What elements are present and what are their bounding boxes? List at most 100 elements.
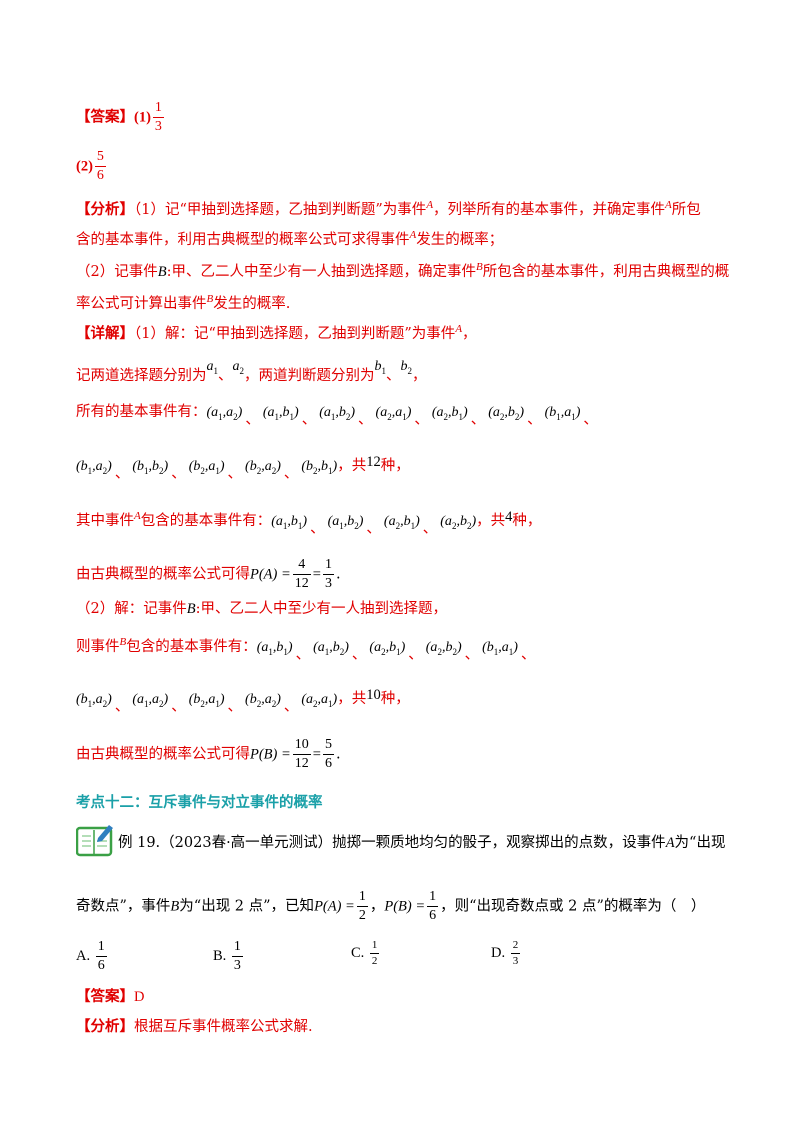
detail-line-9: (b1,a2)、(a1,a2)、(b2,a1)、(b2,a2)、(a2,a1)，… xyxy=(76,688,410,715)
frac-den: 3 xyxy=(510,953,521,967)
text: 为“出现 2 点”，已知 xyxy=(179,898,315,915)
sym-a1: a1 xyxy=(206,359,219,376)
detail-line-4: (b1,a2)、(b1,b2)、(b2,a1)、(b2,a2)、(b2,b1)，… xyxy=(76,455,410,482)
text: 记两道选择题分别为 xyxy=(76,368,207,384)
analysis-label: 【分析】 xyxy=(76,1018,134,1035)
text: 种， xyxy=(380,458,410,474)
frac-den: 6 xyxy=(94,166,106,183)
text: 种， xyxy=(380,691,410,707)
text: 则事件 xyxy=(76,639,120,655)
event-pair: (b1,a1) xyxy=(544,405,581,422)
event-pair: (b2,a2) xyxy=(245,692,281,709)
text: 、 xyxy=(218,368,233,384)
event-pair: (a2,a1) xyxy=(375,405,412,422)
text: 奇数点”，事件 xyxy=(76,898,171,915)
frac-den: 3 xyxy=(231,956,243,973)
frac-num: 1 xyxy=(358,889,366,904)
sym-A: A xyxy=(409,229,417,241)
event-pair: (b2,a1) xyxy=(188,692,225,709)
sym-A: A xyxy=(134,510,141,522)
detail-line-3: 所有的基本事件有：(a1,a2)、(a1,b1)、(a1,b2)、(a2,a1)… xyxy=(76,404,598,428)
sym-B: B xyxy=(170,898,180,915)
separator: 、 xyxy=(171,466,186,482)
text: 由古典概型的概率公式可得 xyxy=(76,566,250,583)
pairs-row-1: (a1,a2)、(a1,b1)、(a1,b2)、(a2,a1)、(a2,b1)、… xyxy=(207,404,581,428)
separator: 、 xyxy=(283,699,299,715)
answer-label: 【答案】 xyxy=(76,988,134,1005)
answer-value: D xyxy=(134,989,145,1005)
frac-den: 2 xyxy=(356,906,368,923)
text: 为“出现 xyxy=(674,835,726,851)
sym-B: B xyxy=(475,261,483,273)
text: 所有的基本事件有： xyxy=(76,404,207,420)
event-pair: (b1,b2) xyxy=(132,459,169,476)
frac-den: 3 xyxy=(152,117,164,134)
separator: 、 xyxy=(114,699,130,715)
option-key: A. xyxy=(76,947,91,964)
prob-A: P(A) = xyxy=(250,566,291,583)
text: :甲、乙二人中至少有一人抽到选择题，确定事件 xyxy=(166,264,476,280)
section-title: 考点十二：互斥事件与对立事件的概率 xyxy=(76,794,323,811)
text: 其中事件 xyxy=(76,513,134,529)
text: ， xyxy=(369,898,385,915)
separator: 、 xyxy=(301,412,317,428)
event-pair: (a1,b2) xyxy=(327,514,364,531)
detail-line-8: 则事件B包含的基本事件有：(a1,b1)、(a1,b2)、(a2,b1)、(a2… xyxy=(76,636,536,663)
analysis-line-2: 含的基本事件，利用古典概型的概率公式可求得事件A发生的概率； xyxy=(76,230,503,248)
event-pair: (a1,b1) xyxy=(256,640,293,657)
text: 包含的基本事件有： xyxy=(140,513,272,529)
detail-line-7: （2）解：记事件B:甲、乙二人中至少有一人抽到选择题， xyxy=(76,602,447,617)
analysis-label: 【分析】 xyxy=(76,201,134,218)
frac-num: 1 xyxy=(429,889,437,904)
separator: 、 xyxy=(358,412,373,428)
detail-line-1: 【详解】（1）解：记“甲抽到选择题，乙抽到判断题”为事件A， xyxy=(76,323,477,342)
text: 所包含的基本事件，利用古典概型的概 xyxy=(482,264,730,280)
frac-den: 2 xyxy=(369,953,380,967)
frac-den: 3 xyxy=(322,574,334,591)
count-4: 4 xyxy=(505,509,513,525)
separator: 、 xyxy=(366,521,381,537)
text: ，列举所有的基本事件，并确定事件 xyxy=(433,202,666,218)
separator: 、 xyxy=(310,521,325,537)
frac-den: 12 xyxy=(292,754,311,771)
frac-num: 1 xyxy=(154,100,162,115)
prob-B: P(B) = xyxy=(384,898,426,915)
event-pair: (b2,b1) xyxy=(301,459,338,476)
event-pair: (b2,a2) xyxy=(245,459,281,476)
pairs-row-B1: (a1,b1)、(a1,b2)、(a2,b1)、(a2,b2)、(b1,a1) xyxy=(256,639,518,663)
sym-b2: b2 xyxy=(400,359,413,376)
frac-den: 6 xyxy=(95,956,107,973)
event-pair: (a2,b1) xyxy=(431,405,468,422)
frac-num: 10 xyxy=(294,737,309,752)
event-pair: (b2,a1) xyxy=(188,459,225,476)
example-line-1: 例 19.（2023春·高一单元测试）抛掷一颗质地均匀的骰子，观察掷出的点数，设… xyxy=(118,836,725,851)
frac-num: 2 xyxy=(512,939,519,951)
text: 根据互斥事件概率公式求解. xyxy=(134,1019,313,1035)
frac-num: 5 xyxy=(324,737,332,752)
event-pair: (b1,a2) xyxy=(76,459,112,476)
frac-num: 1 xyxy=(324,557,332,572)
text: 例 19.（2023春·高一单元测试）抛掷一颗质地均匀的骰子，观察掷出的点数，设… xyxy=(118,835,666,851)
sym-a2: a2 xyxy=(232,359,245,376)
option-key: D. xyxy=(491,944,506,961)
frac-num: 5 xyxy=(96,149,104,164)
text: （2）记事件 xyxy=(76,264,158,280)
analysis-line-4: 率公式可计算出事件B发生的概率. xyxy=(76,294,290,312)
sym-b1: b1 xyxy=(374,359,387,376)
option-key: B. xyxy=(213,947,227,964)
event-pair: (a2,b2) xyxy=(425,640,462,657)
text: ，共 xyxy=(337,691,367,707)
pairs-row-A: (a1,b1)、(a1,b2)、(a2,b1)、(a2,b2) xyxy=(271,513,476,537)
